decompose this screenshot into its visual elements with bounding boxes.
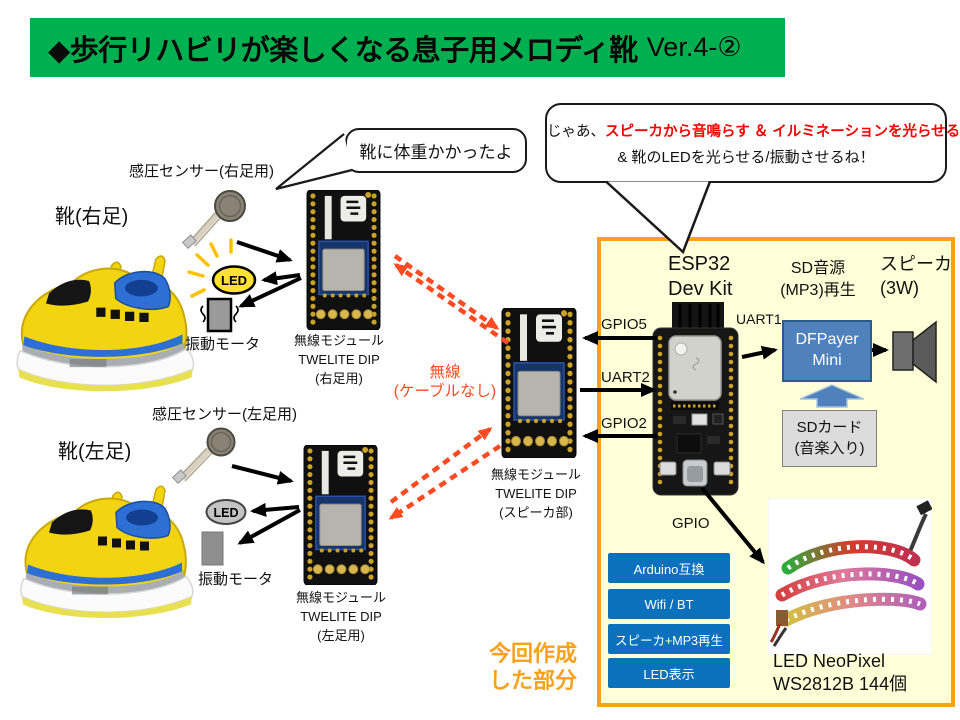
made-this-time-label: 今回作成した部分 (488, 641, 577, 693)
action-speech-red-text: スピーカから音鳴らす ＆ イルミネーションを光らせる (605, 124, 960, 140)
right-shoe-label: 靴(右足) (55, 206, 129, 228)
wireless-arrow-r-up (393, 263, 510, 345)
right-sensor-label: 感圧センサー(右足用) (129, 163, 274, 180)
gpio2-label: GPIO2 (601, 415, 647, 432)
left-shoe-image (20, 485, 194, 619)
arrow-sensor-l-to-module (231, 464, 294, 485)
neopixel-strip-image (768, 498, 932, 655)
speaker-label: スピーカ(3W) (880, 254, 952, 299)
twelite-module-left-image (303, 445, 378, 585)
right-vibration-motor-icon (200, 297, 239, 333)
weight-speech-bubble: 靴に体重かかったよ (345, 128, 527, 173)
uart2-label: UART2 (601, 369, 650, 386)
wireless-label: 無線(ケーブルなし) (393, 364, 497, 401)
left-sensor-label: 感圧センサー(左足用) (152, 406, 297, 423)
arrow-module-to-led-r (261, 271, 301, 286)
title-bar: ◆歩行リハビリが楽しくなる息子用メロディ靴 Ver.4-② (30, 18, 785, 77)
arrow-module-to-motor-l (237, 508, 301, 545)
page-title: ◆歩行リハビリが楽しくなる息子用メロディ靴 (48, 34, 638, 67)
arrow-module-to-led-l (250, 502, 300, 517)
gpio5-label: GPIO5 (601, 316, 647, 333)
left-led-icon: LED (205, 499, 247, 525)
twelite-module-speaker-image (501, 308, 577, 458)
wireless-arrow-l-up (389, 427, 493, 504)
left-vibration-motor-icon (201, 531, 224, 566)
right-motor-label: 振動モータ (185, 336, 261, 353)
action-speech-line2: & 靴のLEDを光らせる/振動させるね！ (617, 149, 875, 166)
weight-bubble-tail (275, 133, 353, 191)
svg-text:LED: LED (214, 506, 239, 520)
action-speech-bubble: じゃあ、スピーカから音鳴らす ＆ イルミネーションを光らせる & 靴のLEDを光… (545, 103, 960, 183)
action-speech-line1: じゃあ、スピーカから音鳴らす ＆ イルミネーションを光らせる (547, 124, 960, 140)
sdcard-box: SDカード(音楽入り) (782, 410, 877, 467)
feature-speaker-mp3: スピーカ+MP3再生 (608, 624, 730, 654)
uart1-label: UART1 (736, 311, 782, 327)
esp32-board-image (652, 302, 739, 496)
gpio-label: GPIO (672, 515, 710, 532)
arrow-module-to-motor-r (238, 276, 302, 308)
svg-text:LED: LED (221, 273, 247, 288)
weight-speech-text: 靴に体重かかったよ (359, 143, 513, 162)
sd-source-label: SD音源(MP3)再生 (780, 260, 856, 300)
right-shoe-image (16, 255, 195, 392)
twelite-module-right-image (306, 190, 381, 330)
wireless-arrow-r-down (393, 254, 500, 330)
feature-wifi-bt: Wifi / BT (608, 589, 730, 619)
feature-arduino: Arduino互換 (608, 553, 730, 583)
arrow-sensor-r-to-module (236, 240, 293, 263)
left-shoe-label: 靴(左足) (58, 441, 132, 463)
feature-led: LED表示 (608, 658, 730, 688)
left-motor-label: 振動モータ (198, 571, 274, 588)
page-title-version: Ver.4-② (646, 32, 742, 62)
